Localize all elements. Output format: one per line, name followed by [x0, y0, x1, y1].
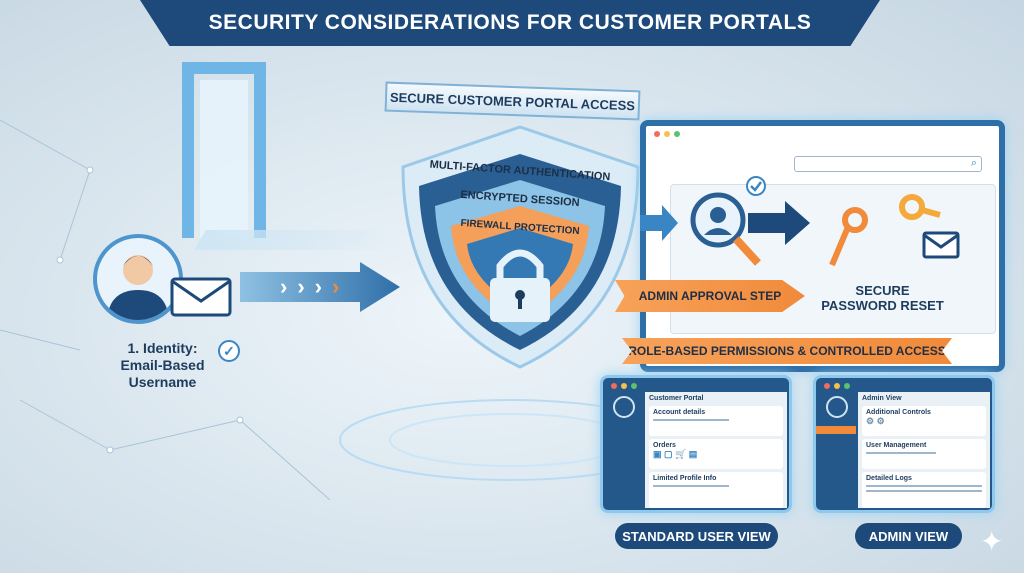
- avatar: [826, 396, 848, 418]
- sparkle-icon: ✦: [980, 526, 1004, 557]
- role-permissions-banner: ROLE-BASED PERMISSIONS & CONTROLLED ACCE…: [622, 338, 952, 364]
- user-icon: [107, 255, 169, 320]
- admin-window: Admin View Additional Controls⚙ ⚙ User M…: [813, 375, 995, 513]
- identity-label: 1. Identity: Email-Based Username: [120, 340, 205, 390]
- standard-user-window: Customer Portal Account details Orders▣ …: [600, 375, 792, 513]
- verification-flow-icons: [640, 176, 960, 267]
- standard-user-view-label: STANDARD USER VIEW: [615, 523, 778, 549]
- account-details-card[interactable]: Account details: [649, 406, 783, 436]
- admin-view-label: ADMIN VIEW: [855, 523, 962, 549]
- page-title: SECURITY CONSIDERATIONS FOR CUSTOMER POR…: [140, 0, 880, 46]
- search-input[interactable]: ⌕: [794, 156, 982, 172]
- detailed-logs-card[interactable]: Detailed Logs: [862, 472, 986, 508]
- limited-profile-card[interactable]: Limited Profile Info: [649, 472, 783, 508]
- envelope-icon: [170, 277, 232, 317]
- sidebar-item-active[interactable]: [816, 426, 856, 434]
- light-path-decoration: [194, 230, 406, 250]
- additional-controls-card[interactable]: Additional Controls⚙ ⚙: [862, 406, 986, 436]
- orders-card[interactable]: Orders▣ ▢ 🛒 ▤: [649, 439, 783, 469]
- avatar: [613, 396, 635, 418]
- admin-approval-arrow: ADMIN APPROVAL STEP: [615, 280, 805, 312]
- admin-header: Admin View: [862, 395, 902, 402]
- user-management-card[interactable]: User Management: [862, 439, 986, 469]
- shield-icon: [401, 125, 640, 369]
- check-icon: ✓: [218, 340, 240, 362]
- portal-header: Customer Portal: [649, 395, 704, 402]
- portal-gate-icon: [182, 62, 266, 238]
